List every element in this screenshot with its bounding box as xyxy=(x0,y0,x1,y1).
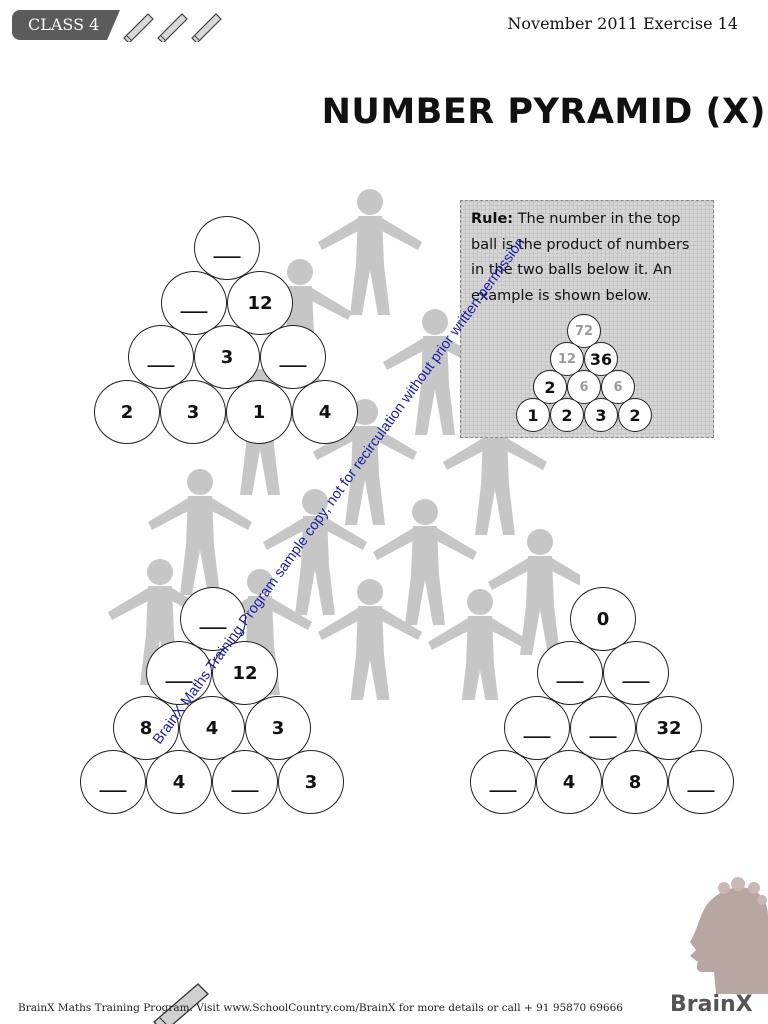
rule-label: Rule: xyxy=(471,211,514,227)
date-exercise: November 2011 Exercise 14 xyxy=(507,14,738,33)
rule-description: The number in the top ball is the produc… xyxy=(471,211,690,304)
pyramid-ball[interactable]: 8 xyxy=(113,696,179,760)
pyramid-ball[interactable]: 3 xyxy=(278,750,344,814)
pyramid-ball[interactable]: ___ xyxy=(537,641,603,705)
pyramid-ball[interactable]: ___ xyxy=(260,325,326,389)
pyramid-ball[interactable]: ___ xyxy=(603,641,669,705)
example-ball: 2 xyxy=(618,398,652,432)
example-ball: 1 xyxy=(516,398,550,432)
pyramid-ball[interactable]: ___ xyxy=(668,750,734,814)
pyramid-ball[interactable]: ___ xyxy=(570,696,636,760)
pencil-icon xyxy=(153,983,209,1024)
class-badge: CLASS 4 xyxy=(12,10,120,40)
example-ball: 72 xyxy=(567,314,601,348)
pyramid-ball[interactable]: 4 xyxy=(292,380,358,444)
pyramid-ball[interactable]: 3 xyxy=(160,380,226,444)
pencils-icon xyxy=(123,13,222,42)
pyramid-ball[interactable]: 32 xyxy=(636,696,702,760)
pyramid-ball[interactable]: ___ xyxy=(161,271,227,335)
example-ball: 2 xyxy=(550,398,584,432)
pyramid-ball[interactable]: ___ xyxy=(212,750,278,814)
pyramid-ball[interactable]: 1 xyxy=(226,380,292,444)
pyramid-ball[interactable]: ___ xyxy=(128,325,194,389)
page-title: NUMBER PYRAMID (X) xyxy=(321,92,766,132)
pyramid-ball[interactable]: 0 xyxy=(570,587,636,651)
pyramid-ball[interactable]: 12 xyxy=(212,641,278,705)
pyramid-ball[interactable]: ___ xyxy=(146,641,212,705)
pyramid-ball[interactable]: 4 xyxy=(179,696,245,760)
pyramid-ball[interactable]: ___ xyxy=(180,587,246,651)
head-logo-icon xyxy=(690,877,768,994)
pyramid-ball[interactable]: 12 xyxy=(227,271,293,335)
footer-text: BrainX Maths Training Program. Visit www… xyxy=(18,1002,623,1014)
pyramid-ball[interactable]: 8 xyxy=(602,750,668,814)
pyramid-ball[interactable]: ___ xyxy=(504,696,570,760)
pyramid-ball[interactable]: 3 xyxy=(194,325,260,389)
pyramid-ball[interactable]: 4 xyxy=(146,750,212,814)
pyramid-ball[interactable]: ___ xyxy=(470,750,536,814)
example-ball: 3 xyxy=(584,398,618,432)
pyramid-ball[interactable]: ___ xyxy=(80,750,146,814)
brand-logo-text: BrainX xyxy=(670,992,753,1017)
rule-text: Rule: The number in the top ball is the … xyxy=(471,207,707,309)
pyramid-ball[interactable]: ___ xyxy=(194,216,260,280)
pyramid-ball[interactable]: 4 xyxy=(536,750,602,814)
pyramid-ball[interactable]: 2 xyxy=(94,380,160,444)
pyramid-ball[interactable]: 3 xyxy=(245,696,311,760)
